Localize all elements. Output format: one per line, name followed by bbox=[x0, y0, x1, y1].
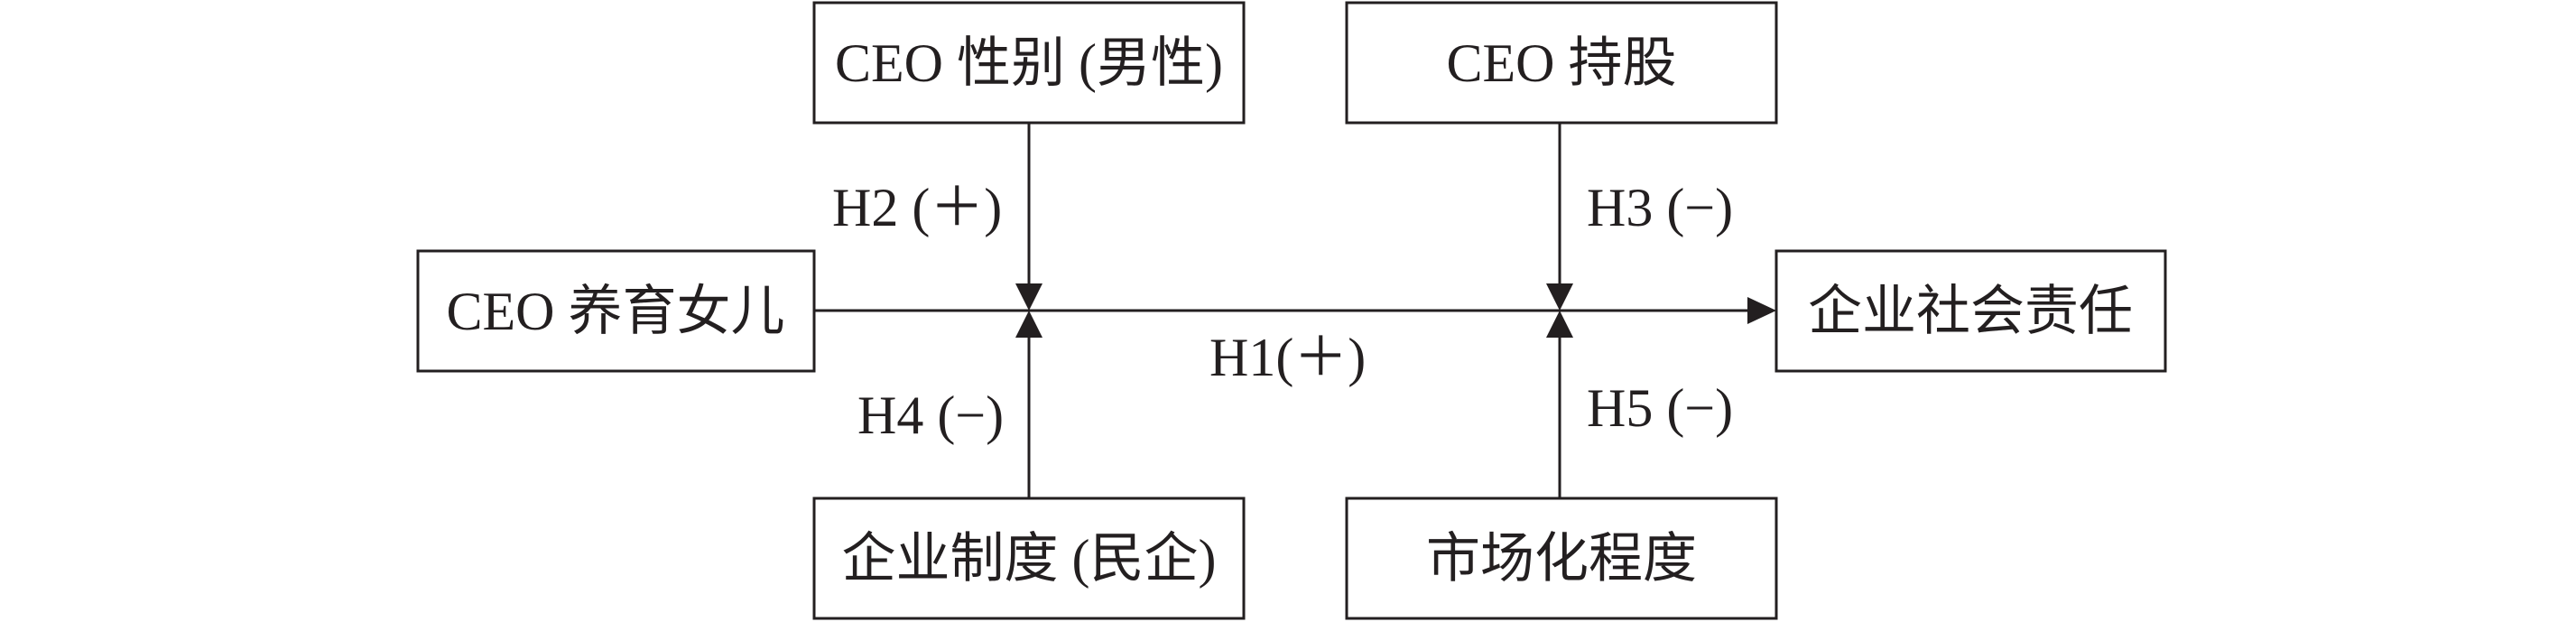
box-ownership-label: 企业制度 (民企) bbox=[842, 529, 1217, 589]
box-ownership: 企业制度 (民企) bbox=[812, 497, 1246, 620]
hypothesis-h3-label: H3 (−) bbox=[1587, 178, 1733, 237]
box-ceo-shareholding-label: CEO 持股 bbox=[1447, 33, 1677, 93]
box-ceo-shareholding: CEO 持股 bbox=[1345, 1, 1778, 125]
box-ceo-daughter-label: CEO 养育女儿 bbox=[447, 282, 785, 341]
gender-arrowhead bbox=[1015, 283, 1042, 311]
marketization-arrowhead bbox=[1546, 311, 1573, 338]
hypothesis-h1-label: H1(＋) bbox=[1209, 328, 1366, 387]
csr-arrowhead bbox=[1747, 297, 1776, 324]
ownership-arrowhead bbox=[1015, 311, 1042, 338]
box-csr-label: 企业社会责任 bbox=[1808, 282, 2133, 341]
shareholding-arrowhead bbox=[1546, 283, 1573, 311]
box-marketization: 市场化程度 bbox=[1345, 497, 1778, 620]
hypothesis-h2-label: H2 (＋) bbox=[832, 178, 1002, 237]
hypothesis-h4-label: H4 (−) bbox=[857, 385, 1004, 445]
box-ceo-daughter: CEO 养育女儿 bbox=[416, 249, 816, 373]
hypothesis-h5-label: H5 (−) bbox=[1587, 378, 1733, 438]
box-marketization-label: 市场化程度 bbox=[1426, 529, 1697, 589]
box-ceo-gender: CEO 性别 (男性) bbox=[812, 1, 1246, 125]
box-csr: 企业社会责任 bbox=[1774, 249, 2167, 373]
connectors bbox=[814, 123, 1776, 498]
box-ceo-gender-label: CEO 性别 (男性) bbox=[835, 33, 1223, 93]
